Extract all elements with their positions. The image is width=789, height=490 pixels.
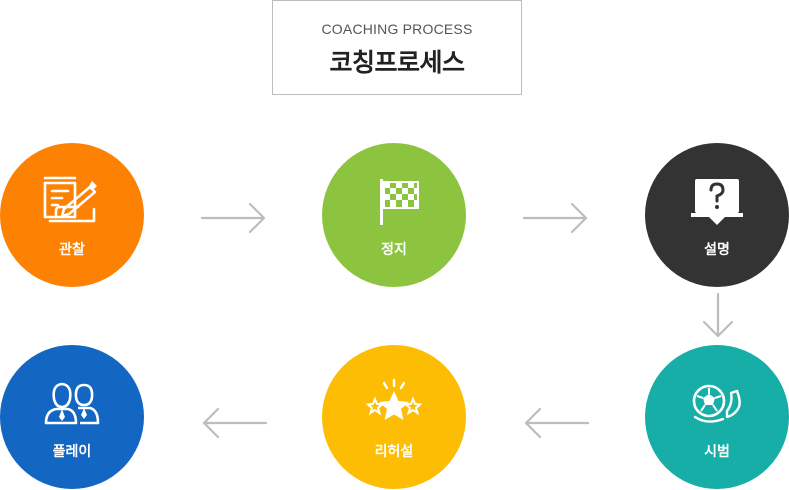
page-subtitle: COACHING PROCESS xyxy=(321,21,473,37)
arrow-right-icon xyxy=(522,202,588,234)
step-label: 설명 xyxy=(704,242,730,258)
players-group-icon xyxy=(44,382,100,425)
page-title: 코칭프로세스 xyxy=(329,48,465,77)
step-label: 리허설 xyxy=(374,444,414,460)
step-play: 플레이 xyxy=(0,345,144,489)
step-explanation: 설명 xyxy=(645,143,789,287)
title-box: COACHING PROCESS 코칭프로세스 xyxy=(272,0,522,95)
step-observation: 관찰 xyxy=(0,143,144,287)
soccer-ball-kick-icon xyxy=(692,384,741,423)
question-board-icon xyxy=(691,179,743,225)
step-label: 관찰 xyxy=(59,242,85,258)
arrow-left-icon xyxy=(524,407,590,439)
step-label: 정지 xyxy=(381,242,407,258)
step-demonstration: 시범 xyxy=(645,345,789,489)
observation-notepad-icon xyxy=(43,176,97,223)
arrow-left-icon xyxy=(202,407,268,439)
step-rehearsal: 리허설 xyxy=(322,345,466,489)
arrow-down-icon xyxy=(702,292,734,338)
step-label: 시범 xyxy=(704,444,730,460)
arrow-right-icon xyxy=(200,202,266,234)
checkered-flag-icon xyxy=(380,179,419,225)
step-stop: 정지 xyxy=(322,143,466,287)
step-label: 플레이 xyxy=(52,444,92,460)
sparkling-star-icon xyxy=(365,378,423,420)
